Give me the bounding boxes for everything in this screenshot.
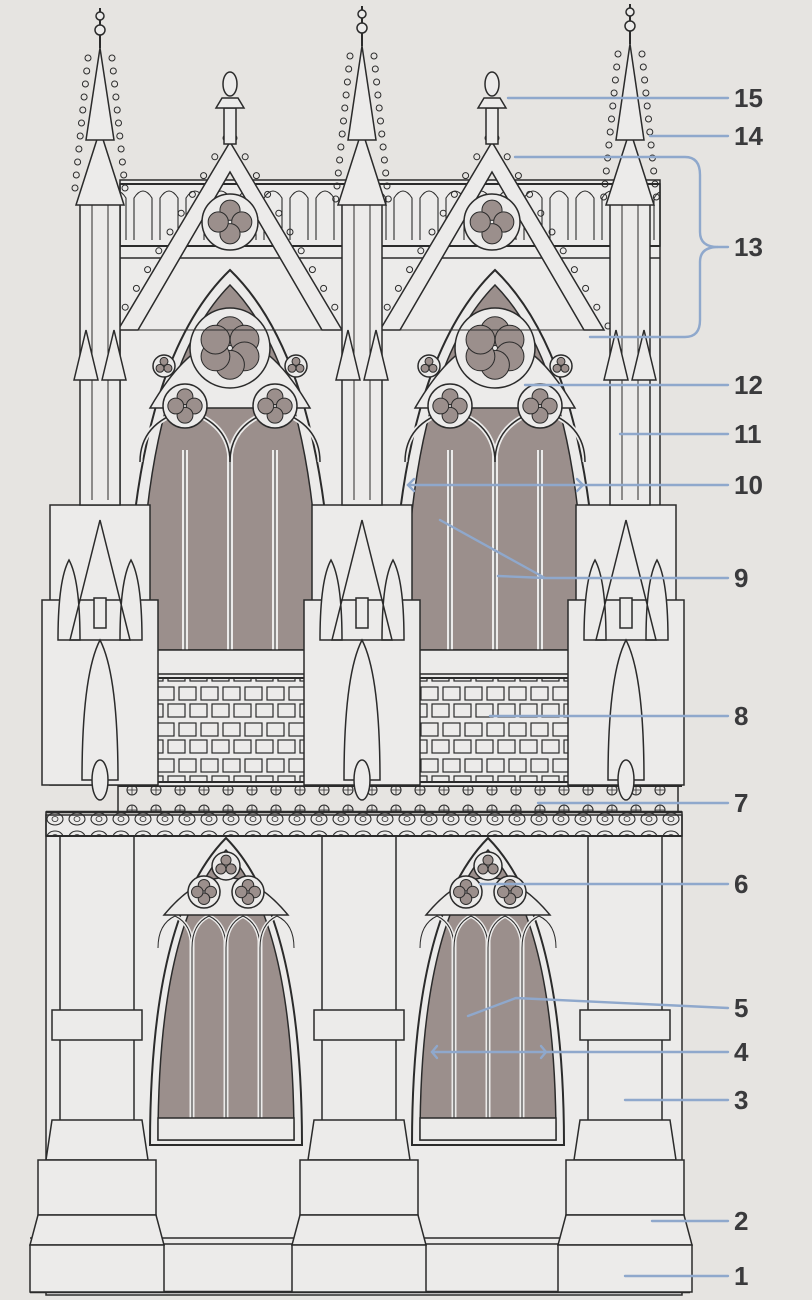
buttress-3 <box>557 835 693 1293</box>
lower-window-rose-top <box>473 851 503 881</box>
lower-window-rose-right <box>493 875 527 909</box>
lower-window-rose-top <box>211 851 241 881</box>
lower-window-2 <box>410 836 566 1146</box>
label-15: 15 <box>734 83 763 113</box>
upper-window-foil-right <box>252 383 298 429</box>
label-9: 9 <box>734 563 748 593</box>
upper-windows <box>124 268 601 675</box>
pinnacle-spires <box>71 4 660 506</box>
upper-pier-3 <box>567 504 685 801</box>
lower-window-rose-left <box>187 875 221 909</box>
upper-piers <box>41 504 685 801</box>
upper-window-foil-left <box>162 383 208 429</box>
label-3: 3 <box>734 1085 748 1115</box>
upper-window-rose <box>189 307 271 389</box>
upper-window-foil-right <box>517 383 563 429</box>
upper-window-trefoil-right <box>284 354 308 378</box>
gable-1 <box>110 71 350 331</box>
label-5: 5 <box>734 993 748 1023</box>
label-12: 12 <box>734 370 763 400</box>
gable-2 <box>372 71 612 331</box>
lower-window-rose-left <box>449 875 483 909</box>
label-7: 7 <box>734 788 748 818</box>
upper-window-1 <box>124 268 336 675</box>
upper-pier-2 <box>303 504 421 801</box>
upper-window-2 <box>389 268 601 675</box>
upper-window-foil-left <box>427 383 473 429</box>
buttress-2 <box>291 835 427 1293</box>
label-13: 13 <box>734 232 763 262</box>
label-6: 6 <box>734 869 748 899</box>
label-4: 4 <box>734 1037 749 1067</box>
gable-2-trefoil <box>463 193 521 251</box>
label-8: 8 <box>734 701 748 731</box>
gable-1-trefoil <box>201 193 259 251</box>
spire-2 <box>332 6 392 506</box>
upper-window-trefoil-right <box>549 354 573 378</box>
spire-3 <box>600 4 660 506</box>
upper-window-trefoil-left <box>417 354 441 378</box>
label-leader-lines <box>406 96 730 1278</box>
upper-pier-1 <box>41 504 159 801</box>
part-number-labels: 1 2 3 4 5 6 7 8 9 10 11 12 13 14 15 <box>734 83 763 1291</box>
label-10: 10 <box>734 470 763 500</box>
label-1: 1 <box>734 1261 748 1291</box>
label-11: 11 <box>734 419 762 449</box>
upper-window-rose <box>454 307 536 389</box>
spire-1 <box>71 8 129 506</box>
label-14: 14 <box>734 121 763 151</box>
lower-window-1 <box>148 836 304 1146</box>
gables <box>110 71 612 331</box>
label-2: 2 <box>734 1206 748 1236</box>
lower-window-rose-right <box>231 875 265 909</box>
upper-window-trefoil-left <box>152 354 176 378</box>
lower-windows <box>148 836 566 1146</box>
